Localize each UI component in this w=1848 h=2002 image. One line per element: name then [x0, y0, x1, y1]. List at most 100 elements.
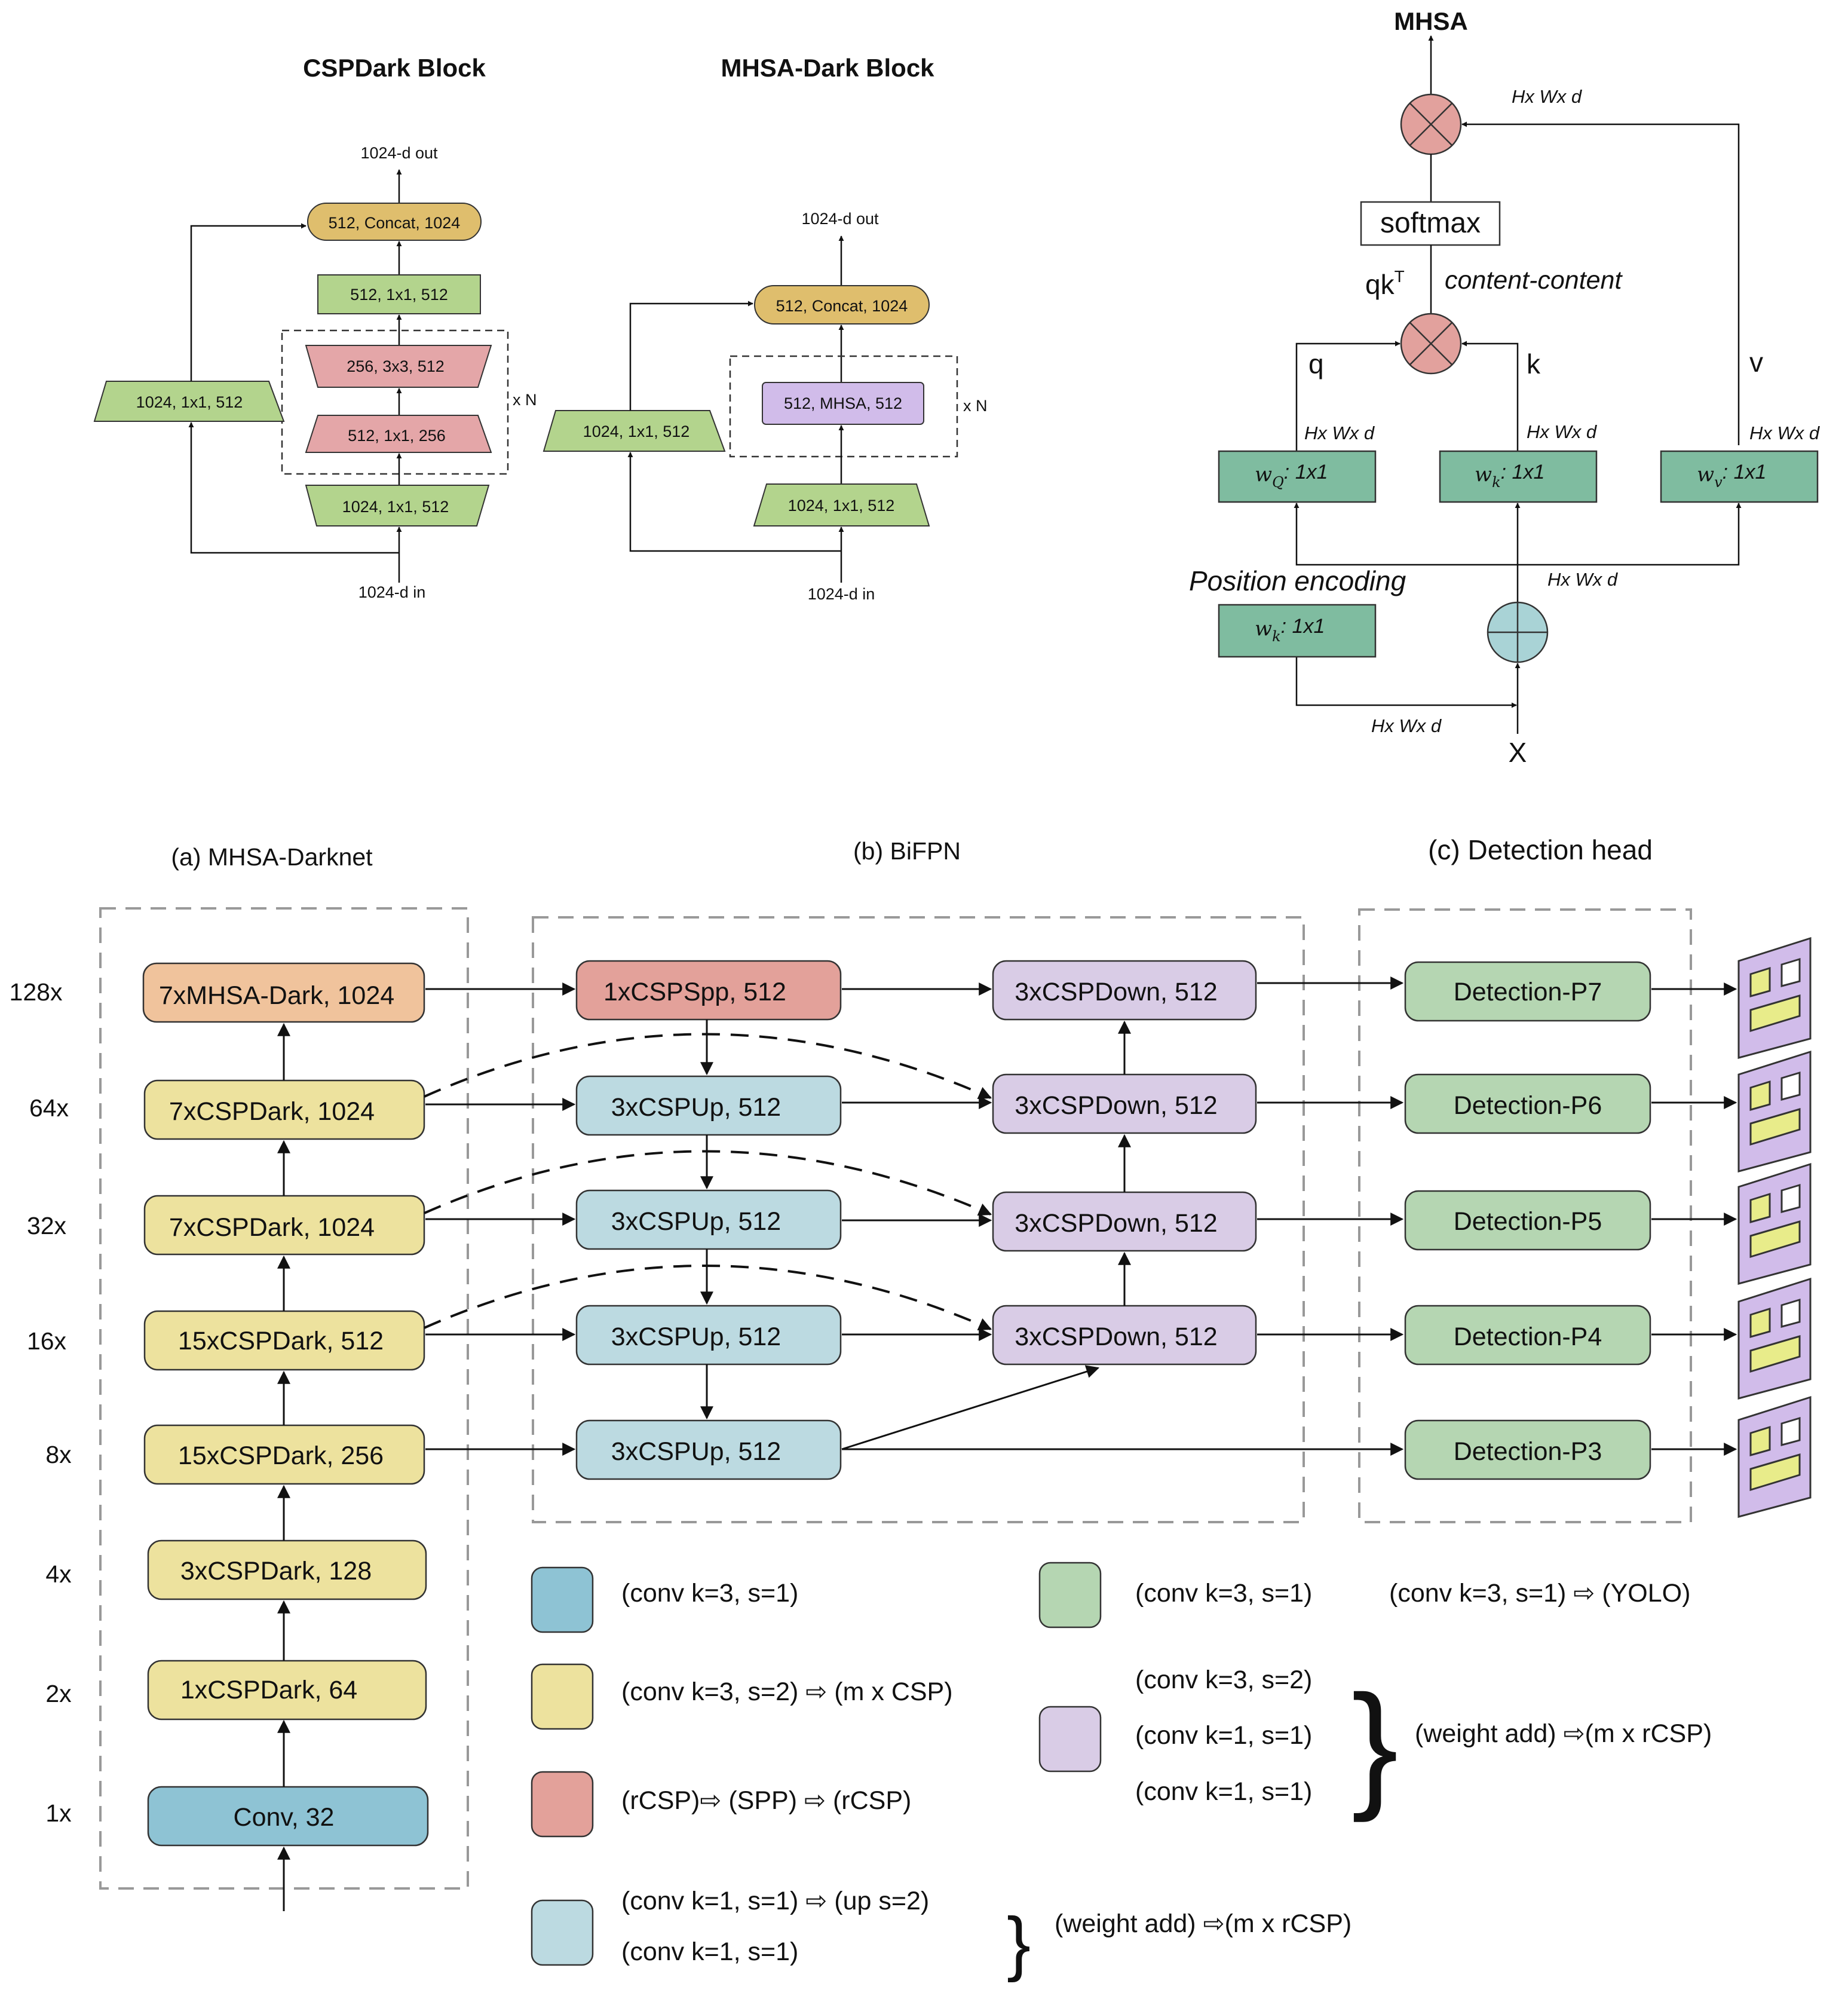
detection-outputs [1737, 936, 1812, 1518]
legend-text-det-2: (conv k=3, s=1) ⇨ (YOLO) [1389, 1579, 1690, 1608]
position-wk-label: wk: 1x1 [1255, 615, 1325, 645]
bifpn-up-node [575, 1419, 842, 1480]
k-label: k [1527, 348, 1541, 379]
csp-dark-shortcut [93, 381, 285, 422]
brace-icon: } [1351, 1666, 1399, 1823]
legend-text-spp: (rCSP)⇨ (SPP) ⇨ (rCSP) [621, 1786, 911, 1815]
dim-label-k: Hx Wx d [1527, 421, 1598, 442]
bifpn-node-label: 3xCSPUp, 512 [611, 1093, 781, 1122]
legend-text-down-2: (conv k=1, s=1) [1135, 1721, 1312, 1750]
legend-swatch-up [531, 1899, 594, 1966]
mhsa-dark-shortcut-label: 1024, 1x1, 512 [583, 423, 690, 440]
detection-label: Detection-P5 [1454, 1207, 1602, 1236]
scale-label: 64x [29, 1094, 69, 1122]
legend-text-conv: (conv k=3, s=1) [621, 1579, 798, 1608]
backbone-block-label: 15xCSPDark, 512 [178, 1327, 384, 1355]
legend-swatch-det [1038, 1562, 1102, 1628]
legend-text-up-1: (conv k=1, s=1) ⇨ (up s=2) [621, 1887, 929, 1915]
scale-label: 4x [45, 1560, 72, 1588]
backbone-block-conv [147, 1786, 429, 1847]
wq-label: wQ: 1x1 [1255, 461, 1328, 491]
mhsa-dark-repeat-label: x N [963, 397, 988, 415]
section-title-neck: (b) BiFPN [853, 837, 961, 865]
wk-node [1439, 450, 1598, 503]
backbone-block-label: 1xCSPDark, 64 [180, 1676, 357, 1704]
softmax-label: softmax [1380, 207, 1481, 239]
q-label: q [1308, 348, 1324, 379]
bifpn-node-label: 3xCSPDown, 512 [1015, 1209, 1217, 1238]
mhsa-dark-repeat-box [729, 355, 958, 458]
bifpn-up-node [575, 1305, 842, 1366]
brace-icon: } [1007, 1903, 1031, 1983]
detection-output-icon [1737, 1395, 1812, 1518]
csp-dark-conv-3x3-label: 256, 3x3, 512 [347, 357, 445, 375]
mhsa-dark-shortcut [543, 410, 726, 452]
detection-output-icon [1737, 936, 1812, 1059]
backbone-block-label: 3xCSPDark, 128 [180, 1557, 372, 1585]
backbone-block-label: 7xMHSA-Dark, 1024 [159, 981, 394, 1010]
scale-label: 2x [45, 1680, 72, 1707]
head-region [1358, 908, 1692, 1523]
legend-text-down-1: (conv k=3, s=2) [1135, 1666, 1312, 1694]
detection-node [1404, 1073, 1651, 1134]
bifpn: 1xCSPSpp, 512 3xCSPUp, 512 3xCSPUp, 512 … [424, 960, 1404, 1480]
position-encoding-label: Position encoding [1189, 565, 1406, 596]
bifpn-node-label: 3xCSPDown, 512 [1015, 978, 1217, 1006]
detection-output-icon [1737, 1277, 1812, 1400]
legend-text-down-3: (conv k=1, s=1) [1135, 1777, 1312, 1806]
legend-text-csp: (conv k=3, s=2) ⇨ (m x CSP) [621, 1677, 953, 1706]
legend-text-det-1: (conv k=3, s=1) [1135, 1579, 1312, 1608]
detection-label: Detection-P7 [1454, 978, 1602, 1006]
bifpn-up-node [575, 1075, 842, 1136]
detection-node [1404, 1419, 1651, 1480]
position-wk-node [1218, 604, 1377, 658]
csp-dark-block: CSPDark Block 1024-d out 512, Concat, 10… [93, 54, 537, 601]
section-title-backbone: (a) MHSA-Darknet [171, 843, 373, 871]
scale-labels: 128x 64x 32x 16x 8x 4x 2x 1x [10, 978, 72, 1827]
backbone-block-label: Conv, 32 [234, 1803, 335, 1832]
detection-head: Detection-P7 Detection-P6 Detection-P5 D… [1404, 961, 1737, 1480]
csp-dark-conv-bottom [305, 485, 490, 526]
wv-node [1660, 450, 1819, 503]
dim-label-merge: Hx Wx d [1547, 569, 1619, 590]
csp-dark-repeat-box [281, 329, 509, 475]
csp-dark-conv-3x3 [305, 345, 492, 388]
mhsa-dark-conv-bottom [753, 483, 930, 526]
dim-label-v-out: Hx Wx d [1512, 86, 1583, 107]
backbone-block-csp [147, 1539, 427, 1600]
mhsa-dark-title: MHSA-Dark Block [721, 54, 934, 82]
backbone-block-label: 15xCSPDark, 256 [178, 1441, 384, 1470]
mhsa-detail: MHSA Hx Wx d softmax qkT content-content… [1189, 7, 1821, 768]
mhsa-dark-in-label: 1024-d in [808, 585, 875, 603]
scale-label: 32x [27, 1212, 67, 1239]
mhsa-dark-block: MHSA-Dark Block 1024-d out 512, Concat, … [543, 54, 988, 603]
mhsa-dark-conv-bottom-label: 1024, 1x1, 512 [788, 497, 895, 515]
bifpn-down-node [992, 960, 1257, 1021]
bifpn-node-label: 3xCSPUp, 512 [611, 1207, 781, 1236]
legend-text-down-result: (weight add) ⇨(m x rCSP) [1415, 1719, 1712, 1748]
bifpn-spp-node [575, 960, 842, 1021]
legend-swatch-csp [531, 1663, 594, 1730]
scale-label: 16x [27, 1327, 67, 1355]
backbone: 7xMHSA-Dark, 1024 7xCSPDark, 1024 7xCSPD… [142, 962, 429, 1911]
csp-dark-concat-node [307, 203, 482, 241]
csp-dark-concat-label: 512, Concat, 1024 [329, 214, 461, 232]
dim-label-v: Hx Wx d [1749, 423, 1821, 443]
bifpn-node-label: 3xCSPDown, 512 [1015, 1091, 1217, 1120]
scale-label: 1x [45, 1799, 72, 1827]
wq-node [1218, 450, 1377, 503]
v-label: v [1749, 347, 1763, 378]
legend-swatch-spp [531, 1771, 594, 1838]
dim-label-pos: Hx Wx d [1371, 715, 1442, 736]
detection-output-icon [1737, 1050, 1812, 1173]
mhsa-dark-mhsa-label: 512, MHSA, 512 [784, 394, 902, 412]
dim-label-q: Hx Wx d [1304, 423, 1375, 443]
legend: (conv k=3, s=1) (conv k=3, s=2) ⇨ (m x C… [531, 1562, 1712, 1983]
csp-dark-in-label: 1024-d in [358, 583, 426, 601]
mhsa-dark-concat-label: 512, Concat, 1024 [776, 297, 908, 315]
bifpn-node-label: 1xCSPSpp, 512 [603, 978, 786, 1006]
legend-swatch-conv [531, 1566, 594, 1633]
detection-label: Detection-P3 [1454, 1437, 1602, 1466]
mhsa-dark-out-label: 1024-d out [801, 210, 879, 228]
scale-label: 8x [45, 1441, 72, 1468]
